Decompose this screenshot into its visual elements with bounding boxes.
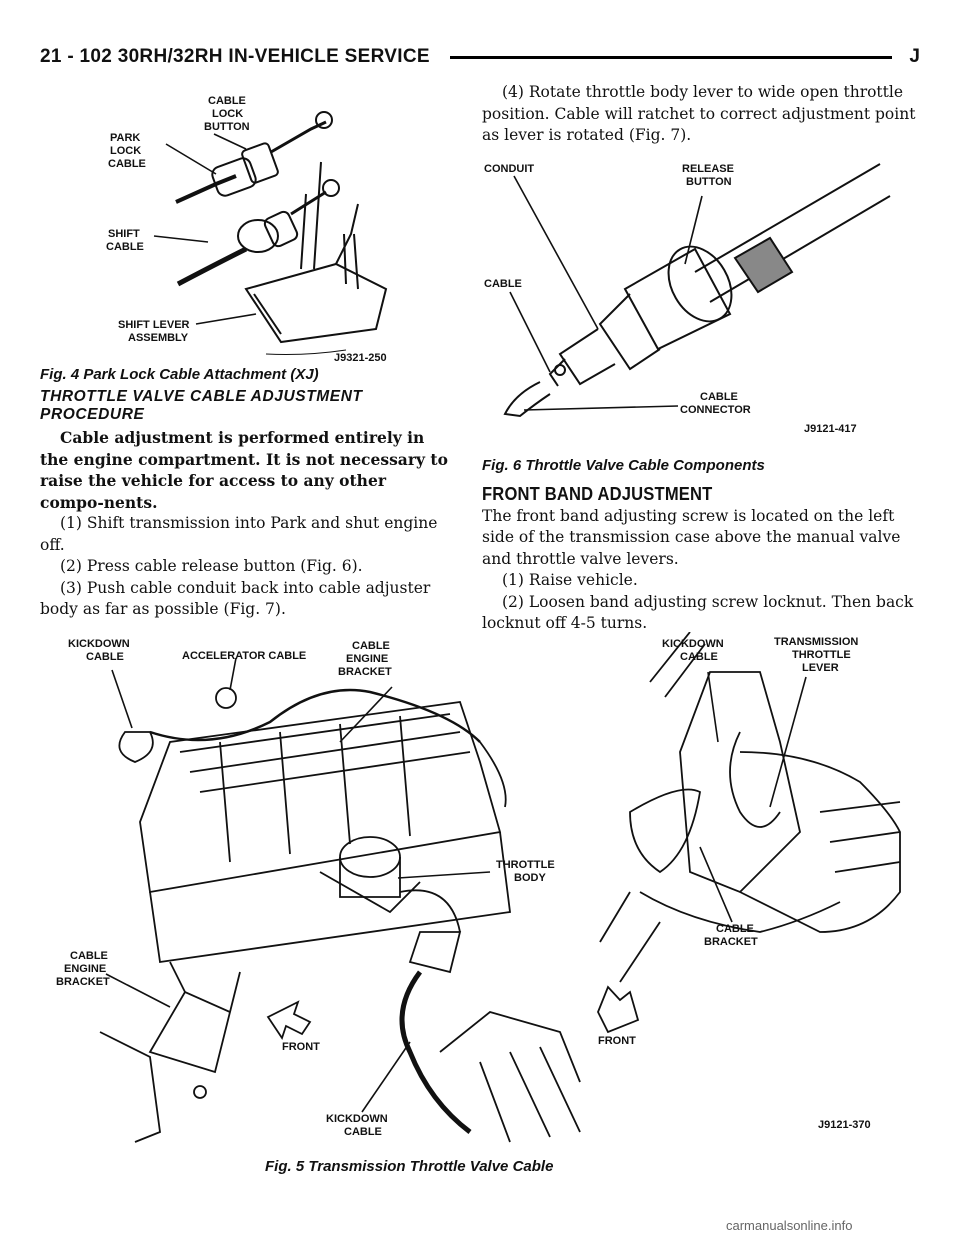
subheading-line-2: PROCEDURE [40,406,145,423]
figure-6-illustration: CONDUIT RELEASE BUTTON CABLE CABLE CONNE… [484,163,891,435]
figure-4-park-lock-cable: CABLE LOCK BUTTON PARK LOCK CABLE SHIFT … [96,84,426,364]
label-transmission-throttle-lever-2: THROTTLE [792,649,851,661]
label-park-lock-cable-2: LOCK [110,145,141,157]
step-4: (4) Rotate throttle body lever to wide o… [482,83,916,144]
figure-6-throttle-valve-components: CONDUIT RELEASE BUTTON CABLE CABLE CONNE… [480,154,900,436]
figure-4-illustration: CABLE LOCK BUTTON PARK LOCK CABLE SHIFT … [106,95,388,364]
step-1: (1) Shift transmission into Park and shu… [40,514,438,554]
label-cable-connector-2: CONNECTOR [680,404,751,416]
page-header: 21 - 102 30RH/32RH IN-VEHICLE SERVICE J [40,42,920,72]
label-cable-engine-bracket-3: BRACKET [338,666,392,678]
step-3: (3) Push cable conduit back into cable a… [40,578,431,619]
label-release-button-1: RELEASE [682,163,734,175]
label-kickdown-cable-2: CABLE [86,651,124,663]
label-cable-lock-button-1: CABLE [208,95,246,107]
label-throttle-body-1: THROTTLE [496,859,555,871]
figure-6-code: J9121-417 [804,423,857,435]
label-kickdown-cable-b-2: CABLE [680,651,718,663]
label-conduit: CONDUIT [484,163,534,175]
label-transmission-throttle-lever-1: TRANSMISSION [774,636,858,648]
label-shift-cable-1: SHIFT [108,228,140,240]
label-shift-cable-2: CABLE [106,241,144,253]
left-column: THROTTLE VALVE CABLE ADJUSTMENT PROCEDUR… [40,388,452,621]
label-kickdown-cable-b-1: KICKDOWN [662,638,724,650]
label-cable-bracket-2: BRACKET [704,936,758,948]
figure-5-caption: Fig. 5 Transmission Throttle Valve Cable [265,1158,554,1175]
label-cable-engine-bracket-2: ENGINE [346,653,388,665]
band-step-1: (1) Raise vehicle. [502,571,638,589]
label-cable-engine-bracket-b-2: ENGINE [64,963,106,975]
label-cable-bracket-1: CABLE [716,923,754,935]
label-throttle-body-2: BODY [514,872,546,884]
figure-5-code: J9121-370 [818,1119,871,1131]
label-park-lock-cable-1: PARK [110,132,140,144]
label-cable-lock-button-2: LOCK [212,108,243,120]
right-column-top: (4) Rotate throttle body lever to wide o… [482,82,920,147]
watermark[interactable]: carmanualsonline.info [726,1218,853,1233]
figure-4-code: J9321-250 [334,352,387,364]
label-kickdown-cable-1: KICKDOWN [68,638,130,650]
label-cable-lock-button-3: BUTTON [204,121,250,133]
label-kickdown-cable-c-2: CABLE [344,1126,382,1138]
figure-5-illustration: KICKDOWN CABLE ACCELERATOR CABLE CABLE E… [56,632,901,1143]
label-cable: CABLE [484,278,522,290]
label-cable-engine-bracket-b-1: CABLE [70,950,108,962]
figure-5-transmission-throttle-cable: KICKDOWN CABLE ACCELERATOR CABLE CABLE E… [40,632,920,1156]
header-title: 21 - 102 30RH/32RH IN-VEHICLE SERVICE [40,46,430,67]
label-shift-lever-2: ASSEMBLY [128,332,189,344]
label-cable-engine-bracket-b-3: BRACKET [56,976,110,988]
label-release-button-2: BUTTON [686,176,732,188]
label-transmission-throttle-lever-3: LEVER [802,662,839,674]
subheading-line-1: THROTTLE VALVE CABLE ADJUSTMENT [40,388,363,405]
label-park-lock-cable-3: CABLE [108,158,146,170]
front-band-paragraph: The front band adjusting screw is locate… [482,506,901,568]
label-front-1: FRONT [282,1041,320,1053]
label-accelerator-cable: ACCELERATOR CABLE [182,650,306,662]
label-shift-lever-1: SHIFT LEVER [118,319,190,331]
step-2: (2) Press cable release button (Fig. 6). [60,557,363,575]
section-heading: FRONT BAND ADJUSTMENT [482,484,713,504]
label-front-2: FRONT [598,1035,636,1047]
header-rule [450,56,892,59]
label-kickdown-cable-c-1: KICKDOWN [326,1113,388,1125]
label-cable-connector-1: CABLE [700,391,738,403]
figure-4-caption: Fig. 4 Park Lock Cable Attachment (XJ) [40,366,319,383]
label-cable-engine-bracket-1: CABLE [352,640,390,652]
header-letter: J [909,46,920,67]
bold-paragraph: Cable adjustment is performed entirely i… [40,428,448,512]
figure-6-caption: Fig. 6 Throttle Valve Cable Components [482,457,765,474]
right-column-bottom: FRONT BAND ADJUSTMENT The front band adj… [482,484,920,635]
band-step-2: (2) Loosen band adjusting screw locknut.… [482,592,914,633]
